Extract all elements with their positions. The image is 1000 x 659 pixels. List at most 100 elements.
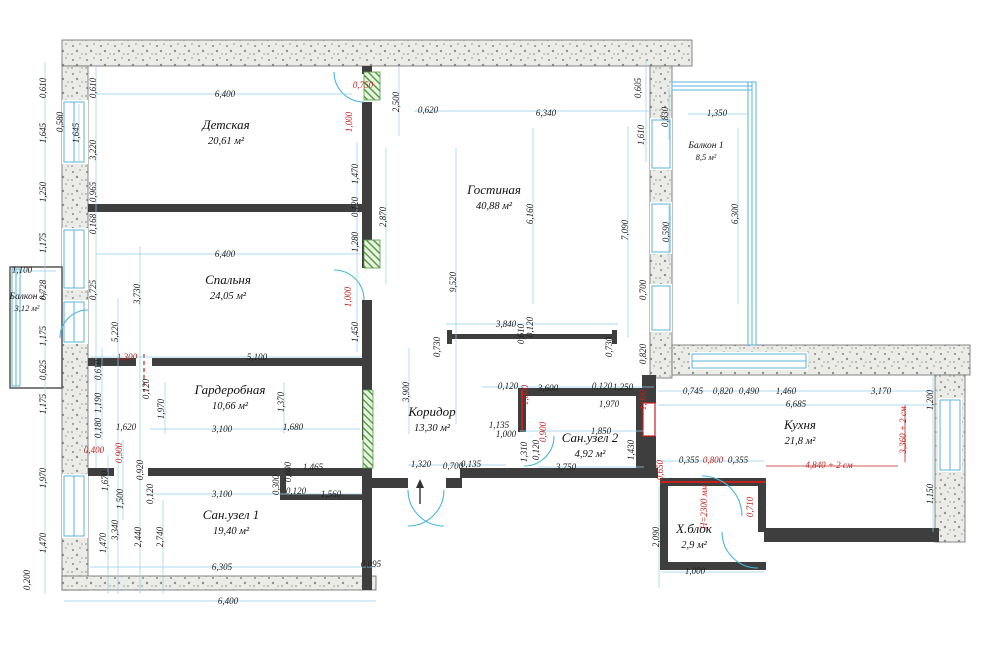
red-markup-layer	[143, 354, 906, 483]
dimension-label: 1,135	[489, 420, 510, 430]
dimension-label: 1,175	[38, 393, 48, 414]
dimension-label: 0,610	[516, 323, 526, 344]
dimension-label: 0,750	[353, 80, 374, 90]
dimension-label: 0,650	[655, 459, 665, 480]
dimension-label: 0,300	[271, 474, 281, 495]
room-name-label: Гостиная	[466, 182, 521, 197]
dimension-label: 0,490	[739, 386, 760, 396]
dimension-label: 0,625	[38, 359, 48, 380]
dimension-label: 1,970	[156, 398, 166, 419]
dimension-label: 0,745	[683, 386, 704, 396]
dimension-label: 1,175	[38, 325, 48, 346]
dimension-label: 1,560	[321, 489, 342, 499]
room-area-label: 13,30 м²	[414, 423, 451, 434]
door-arc-icon	[333, 269, 365, 301]
dimension-label: 1,970	[599, 399, 620, 409]
room-area-label: 24,05 м²	[210, 291, 247, 302]
door-arc-icon	[407, 489, 445, 527]
dimension-label: 0,180	[93, 417, 103, 438]
dimension-label: 3,360 + 2 см	[898, 406, 908, 455]
dimension-label: 0,095	[361, 559, 382, 569]
room-area-label: 4,92 м²	[575, 449, 607, 460]
dimension-label: 0,730	[432, 336, 442, 357]
dimension-label: 6,305	[212, 562, 233, 572]
dimension-label: 3,840	[495, 319, 517, 329]
room-name-label: Коридор	[407, 404, 456, 419]
dimension-label: 1,620	[116, 422, 137, 432]
dimension-label: 1,150	[925, 483, 935, 504]
dimension-label: 0,725	[88, 279, 98, 300]
dimension-label: 1,370	[276, 391, 286, 412]
dimension-label: 1,465	[303, 462, 324, 472]
dimension-label: 0,120	[141, 378, 151, 399]
dimension-label: 3,100	[211, 424, 233, 434]
dimension-label: 0,135	[461, 459, 482, 469]
dimension-label: 1,430	[626, 439, 636, 460]
dimension-label: 3,100	[211, 489, 233, 499]
dimension-label: 0,120	[525, 316, 535, 337]
dimension-label: 1,450	[350, 321, 360, 342]
dimension-label: 0,710	[745, 496, 755, 517]
dimension-label: 3,220	[88, 139, 98, 161]
dimension-label: 1,200	[925, 389, 935, 410]
dimension-label: 0,120	[531, 439, 541, 460]
dimension-label: 0,600	[283, 461, 293, 482]
dimension-label: 0,920	[135, 459, 145, 480]
room-area-label: 21,8 м²	[785, 436, 817, 447]
dimension-label: 1,350	[707, 108, 728, 118]
dimension-label: 1,460	[776, 386, 797, 396]
dimension-label: 3,170	[870, 386, 892, 396]
dimension-label: 3,730	[132, 283, 142, 305]
dimension-line-layer	[10, 60, 938, 602]
dimension-label: 6,400	[218, 596, 239, 606]
dimension-label: 0,610	[88, 77, 98, 98]
dimension-label: 0,800	[703, 455, 724, 465]
room-name-label: Сан.узел 2	[562, 430, 619, 445]
dimension-label: 1,470	[350, 163, 360, 184]
dimension-label: 0,610	[93, 359, 103, 380]
dimension-label: 2,090	[651, 526, 661, 547]
dimension-label: 1,250	[38, 181, 48, 202]
room-name-label: Балкон 1	[687, 141, 723, 151]
dimension-label: 1,645	[71, 122, 81, 143]
door-arc-icon	[333, 71, 365, 103]
window-layer	[11, 81, 961, 537]
room-name-label: Детская	[200, 117, 249, 132]
dimension-label: 0,900	[114, 442, 124, 463]
dimension-label: 6,340	[536, 108, 557, 118]
dimension-label: 1,300	[117, 352, 138, 362]
room-area-label: 3,12 м²	[14, 303, 40, 313]
dimension-label: 2,740	[155, 526, 165, 547]
room-name-label: Кухня	[783, 417, 816, 432]
dimension-label: 0,730	[604, 336, 614, 357]
entrance-arrow-icon	[416, 479, 424, 504]
vent-shaft-icon	[363, 71, 381, 101]
door-arc-icon	[523, 435, 555, 467]
dimension-label: 1,000	[685, 566, 706, 576]
dimension-label: 1,500	[115, 488, 125, 509]
exterior-wall-layer	[61, 39, 971, 591]
dimension-label: 0,830	[660, 106, 670, 127]
dimension-label: H=2300 мм	[699, 485, 709, 531]
dimension-label: 0,120	[592, 381, 613, 391]
door-arc-icon	[59, 309, 89, 339]
dimension-label: 4,840 + 2 см	[805, 460, 853, 470]
room-area-label: 8,5 м²	[696, 152, 717, 162]
dimension-label: 1,645	[38, 122, 48, 143]
door-arc-icon	[407, 489, 445, 527]
dimension-label: 0,900	[538, 421, 548, 442]
dimension-label: 0,700	[443, 461, 464, 471]
vent-shaft-icon	[363, 239, 381, 269]
dimension-label: 6,685	[786, 399, 807, 409]
room-name-label: Х.блок	[675, 521, 713, 536]
vent-shaft-layer	[362, 71, 381, 469]
dimension-label: 1,680	[283, 422, 304, 432]
dimension-label: 0,820	[713, 386, 734, 396]
room-name-label: Сан.узел 1	[203, 507, 260, 522]
room-name-label: Балкон 2	[8, 292, 44, 302]
dimension-label: 0,605	[633, 77, 643, 98]
